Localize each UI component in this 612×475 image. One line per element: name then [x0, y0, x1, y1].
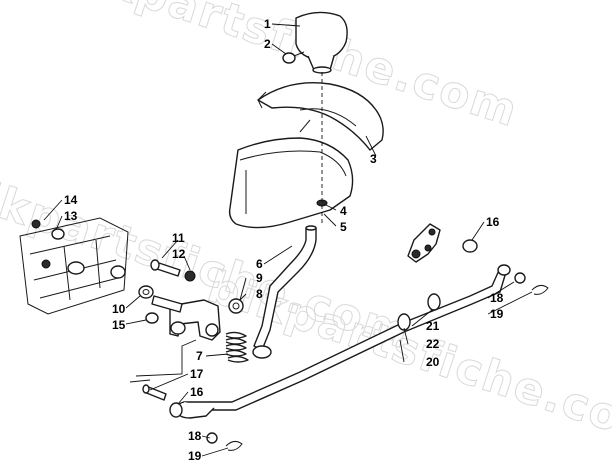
callout-2: 2	[264, 37, 271, 51]
callout-22: 22	[426, 337, 440, 351]
upper-shift-cover[interactable]	[257, 82, 384, 151]
callout-labels: 1 2 3 4 5 6 9 8 7 11 12 10 15 14 13 16 1…	[64, 17, 504, 463]
rod-end-bolt[interactable]	[142, 384, 167, 401]
lower-shift-cover[interactable]	[228, 137, 354, 229]
shift-rod[interactable]	[175, 264, 511, 419]
linkage-bracket[interactable]	[407, 223, 441, 263]
callout-9: 9	[256, 271, 263, 285]
bracket-washer[interactable]	[145, 312, 159, 324]
callout-6: 6	[256, 257, 263, 271]
shift-spring[interactable]	[225, 331, 249, 363]
callout-21: 21	[426, 319, 440, 333]
callout-20: 20	[426, 355, 440, 369]
callout-16-lower: 16	[190, 385, 204, 399]
callout-18-upper: 18	[490, 291, 504, 305]
callout-10: 10	[112, 302, 126, 316]
lower-washer[interactable]	[206, 432, 218, 444]
callout-5: 5	[340, 220, 347, 234]
callout-17: 17	[190, 367, 204, 381]
callout-13: 13	[64, 209, 78, 223]
callout-11: 11	[172, 231, 185, 245]
callout-14: 14	[64, 193, 78, 207]
upper-washer[interactable]	[514, 272, 526, 284]
bushing-upper[interactable]	[462, 239, 478, 253]
pivot-bracket[interactable]	[169, 299, 221, 341]
lower-clip[interactable]	[225, 440, 243, 451]
callout-19-lower: 19	[188, 449, 202, 463]
callout-4: 4	[340, 204, 347, 218]
pivot-shaft[interactable]	[151, 295, 183, 313]
upper-clip[interactable]	[531, 284, 549, 295]
leader-lines	[43, 23, 533, 457]
callout-15: 15	[112, 318, 126, 332]
callout-19-upper: 19	[490, 307, 504, 321]
callout-12: 12	[172, 247, 186, 261]
callout-18-lower: 18	[188, 429, 202, 443]
linkage-guide-left	[135, 339, 197, 377]
callout-7: 7	[196, 349, 203, 363]
pivot-bushing[interactable]	[138, 285, 154, 299]
callout-8: 8	[256, 287, 263, 301]
frame-section	[19, 217, 129, 315]
frame-bolt[interactable]	[31, 219, 65, 240]
rod-end-washer[interactable]	[169, 402, 183, 418]
watermark-text-top: bikpartsfiche.com	[52, 0, 525, 137]
callout-3: 3	[370, 152, 377, 166]
callout-1: 1	[264, 17, 271, 31]
pivot-bolt[interactable]	[150, 259, 181, 277]
callout-16-upper: 16	[486, 215, 500, 229]
knob-screw[interactable]	[282, 51, 305, 64]
shift-lever[interactable]	[252, 225, 317, 359]
pivot-washer[interactable]	[228, 298, 244, 314]
linkage-guide-lower	[129, 379, 151, 383]
pivot-nut[interactable]	[184, 270, 196, 282]
